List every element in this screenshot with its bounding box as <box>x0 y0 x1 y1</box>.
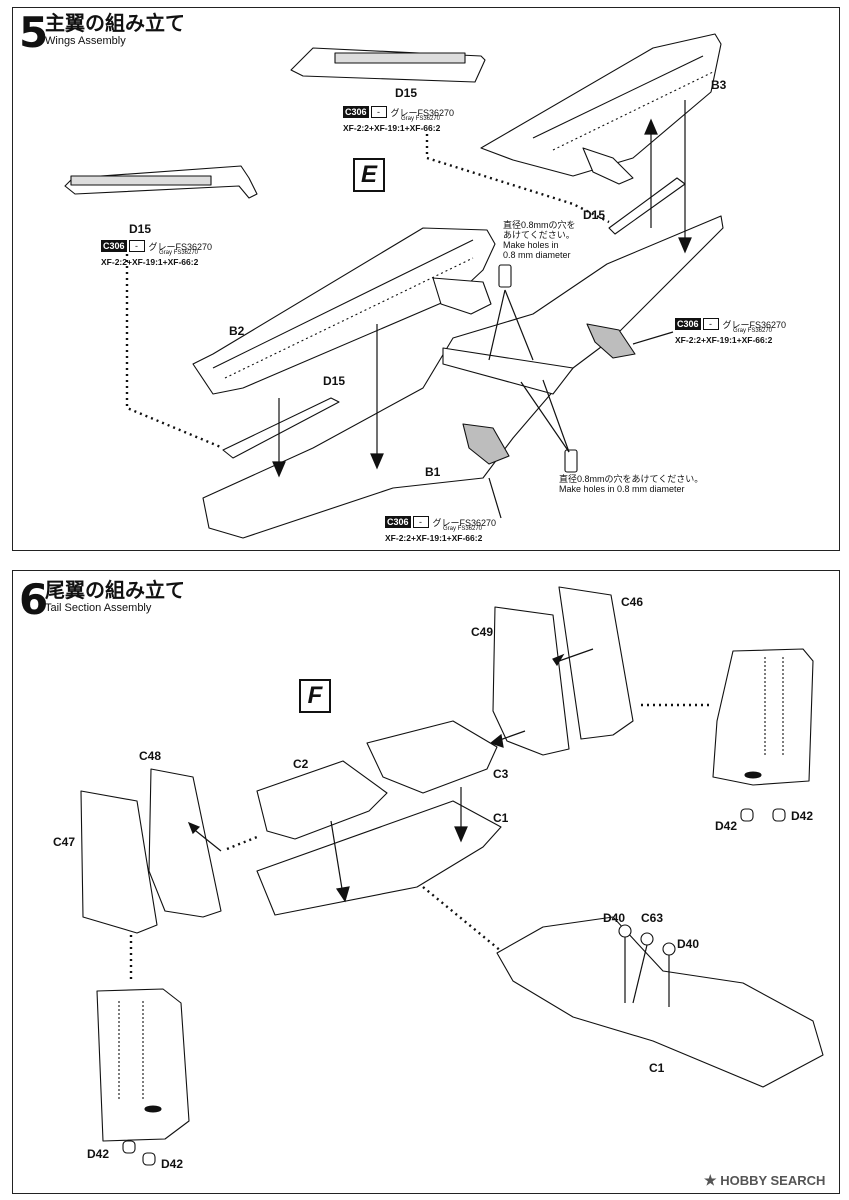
part-label-d42: D42 <box>715 819 738 833</box>
d15-mid-part <box>222 397 340 459</box>
c1-top-part <box>256 800 502 916</box>
c49-part <box>492 606 570 756</box>
part-label-b3: B3 <box>711 78 727 92</box>
part-label-c46: C46 <box>621 595 644 609</box>
part-label-c2: C2 <box>293 757 309 771</box>
part-label-d42: D42 <box>87 1147 110 1161</box>
part-label-b2: B2 <box>229 324 245 338</box>
part-label-d40: D40 <box>603 911 626 925</box>
part-label-c1: C1 <box>493 811 509 825</box>
part-label-d42: D42 <box>791 809 814 823</box>
step-title-jp: 主翼の組み立て <box>45 13 185 35</box>
part-label-c48: C48 <box>139 749 162 763</box>
part-label-c1: C1 <box>649 1061 665 1075</box>
right-vertical-tail <box>712 648 814 786</box>
c2-part <box>256 760 388 840</box>
color-callout: C306-グレーFS36270 Gray FS36270 XF-2:2+XF-1… <box>675 318 787 345</box>
step-title-en: Wings Assembly <box>45 35 126 47</box>
drill-hole-note: 直径0.8mmの穴をあけてください。 Make holes in 0.8 mm … <box>559 474 704 494</box>
step-title-en: Tail Section Assembly <box>45 602 152 614</box>
c46-part <box>558 586 634 740</box>
step-number: 5 <box>19 8 48 57</box>
part-label-d15: D15 <box>323 374 346 388</box>
step-6-panel: 6 尾翼の組み立て Tail Section Assembly F C46 C4… <box>12 570 840 1194</box>
hobby-search-logo-icon: ★ <box>704 1172 717 1188</box>
watermark: ★ HOBBY SEARCH <box>704 1172 826 1188</box>
color-callout: C306-グレーFS36270 Gray FS36270 XF-2:2+XF-1… <box>101 240 213 267</box>
part-label-d15: D15 <box>395 86 418 100</box>
c48-part <box>148 768 222 918</box>
b2-wing <box>192 227 496 395</box>
section-letter-e: E <box>353 158 385 192</box>
part-label-c63: C63 <box>641 911 664 925</box>
section-letter-f: F <box>299 679 331 713</box>
color-callout: C306-グレーFS36270 Gray FS36270 XF-2:2+XF-1… <box>385 516 497 543</box>
color-callout: C306-グレーFS36270 Gray FS36270 XF-2:2+XF-1… <box>343 106 455 133</box>
wings-assembly-diagram <box>64 33 724 539</box>
part-label-d15: D15 <box>583 208 606 222</box>
part-label-c3: C3 <box>493 767 509 781</box>
c1-bottom-part <box>496 916 824 1088</box>
part-label-d40: D40 <box>677 937 700 951</box>
c47-part <box>80 790 158 934</box>
part-label-b1: B1 <box>425 465 441 479</box>
step-5-panel: 5 主翼の組み立て Wings Assembly E D15 D15 D15 D… <box>12 7 840 551</box>
part-label-d42: D42 <box>161 1157 184 1171</box>
part-label-c49: C49 <box>471 625 494 639</box>
part-label-c47: C47 <box>53 835 76 849</box>
step-title-jp: 尾翼の組み立て <box>45 580 185 602</box>
step-number: 6 <box>19 575 48 624</box>
d15-right-part <box>608 177 686 235</box>
drill-hole-note: 直径0.8mmの穴を あけてください。 Make holes in 0.8 mm… <box>503 220 576 260</box>
c3-part <box>366 720 498 794</box>
tail-assembly-diagram <box>80 586 824 1166</box>
part-label-d15: D15 <box>129 222 152 236</box>
